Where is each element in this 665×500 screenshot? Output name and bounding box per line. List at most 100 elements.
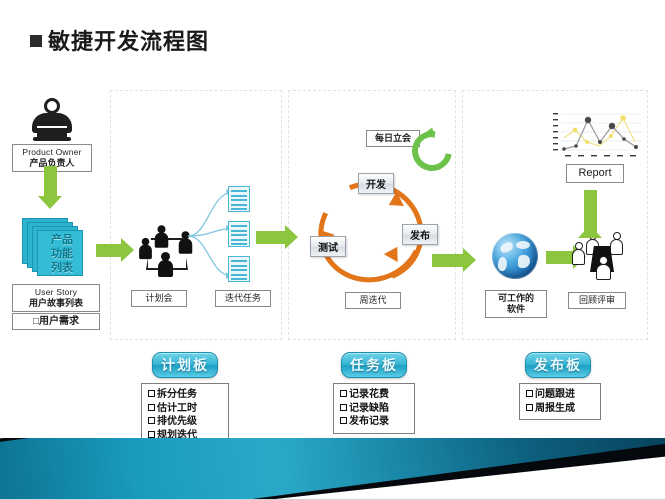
chart-points-dark: [562, 116, 638, 151]
planning-phase-frame: [110, 90, 282, 340]
release-board-button[interactable]: 发布板: [525, 352, 591, 378]
working-software-line1: 可工作的: [497, 293, 534, 303]
task-doc-icon: [228, 221, 250, 247]
checklist-item-label: 拆分任务: [157, 389, 197, 400]
checklist-item-label: 问题跟进: [535, 389, 575, 400]
retro-person-icon: [596, 256, 611, 280]
arrow-right-backlog-to-planning: [96, 238, 134, 263]
task-doc-icon: [228, 186, 250, 212]
user-story-label-en: User Story: [34, 287, 78, 297]
week-iteration-label: 周迭代: [345, 292, 401, 309]
checklist-item[interactable]: 拆分任务: [148, 388, 221, 402]
arrow-down-po-to-backlog: [38, 166, 64, 209]
checkbox-icon[interactable]: [526, 390, 533, 397]
task-doc-icon: [228, 256, 250, 282]
checklist-item-label: 记录花费: [349, 389, 389, 400]
task-board-checklist: 记录花费 记录缺陷 发布记录: [333, 383, 415, 434]
backlog-line-2: 功能: [51, 248, 73, 260]
arrow-tip: [38, 196, 62, 209]
product-owner-icon: [28, 98, 76, 146]
checklist-item-label: 周报生成: [535, 402, 575, 414]
meeting-person-icon: [139, 237, 152, 260]
user-story-label-cn: 用户故事列表: [28, 298, 83, 308]
arrow-tip: [121, 238, 134, 262]
checklist-item-label: 排优先级: [157, 416, 197, 427]
planning-meeting-label: 计划会: [131, 290, 187, 307]
user-story-label: User Story 用户故事列表: [12, 284, 100, 312]
backlog-card-text: 产品 功能 列表: [39, 231, 85, 277]
arrow-shaft: [44, 166, 57, 196]
checklist-item-label: 发布记录: [349, 416, 389, 427]
slide-bottom-decoration: [0, 438, 665, 500]
task-phase-frame: [288, 90, 456, 340]
checklist-item[interactable]: 估计工时: [148, 402, 221, 416]
arrow-shaft: [256, 231, 286, 244]
planning-meeting-icon: [134, 216, 200, 278]
person-head-icon: [44, 98, 60, 114]
backlog-card: [37, 230, 83, 276]
checklist-item[interactable]: 记录花费: [340, 388, 407, 402]
arrow-right-sprint-to-software: [432, 248, 476, 273]
sprint-node-release: 发布: [402, 224, 438, 245]
sprint-node-test: 测试: [310, 236, 346, 257]
title-text: 敏捷开发流程图: [48, 29, 210, 54]
title-bullet-icon: [30, 35, 42, 47]
product-owner-label-en: Product Owner: [22, 147, 82, 157]
iteration-task-docs: [228, 186, 262, 282]
arrow-up-retro-to-report: [578, 178, 604, 238]
arrow-shaft: [432, 254, 464, 267]
meeting-person-icon: [178, 231, 193, 254]
meeting-person-icon: [158, 252, 173, 277]
chart-points-yellow: [572, 115, 626, 144]
checkbox-icon[interactable]: [148, 403, 155, 411]
retro-person-icon: [610, 232, 623, 255]
release-board-checklist: 问题跟进 周报生成: [519, 383, 601, 420]
release-phase-frame: [462, 90, 648, 340]
checklist-item[interactable]: 记录缺陷: [340, 402, 407, 416]
backlog-line-3: 列表: [51, 262, 73, 274]
backlog-line-1: 产品: [51, 234, 73, 246]
report-label: Report: [566, 164, 624, 183]
checklist-item-label: 估计工时: [157, 402, 197, 414]
working-software-globe-icon: [492, 233, 538, 279]
checklist-item-label: 记录缺陷: [349, 402, 389, 414]
meeting-person-icon: [154, 225, 169, 248]
checkbox-icon[interactable]: [340, 417, 347, 424]
working-software-label: 可工作的 软件: [485, 290, 547, 318]
arrow-tip: [578, 225, 602, 238]
iteration-task-label: 迭代任务: [215, 290, 271, 307]
task-board-button[interactable]: 任务板: [341, 352, 407, 378]
user-requirement-label: □用户需求: [12, 313, 100, 330]
working-software-line2: 软件: [506, 304, 525, 314]
checklist-item[interactable]: 发布记录: [340, 415, 407, 429]
checkbox-icon[interactable]: [340, 390, 347, 397]
checklist-item[interactable]: 排优先级: [148, 415, 221, 429]
daily-standup-label: 每日立会: [366, 130, 420, 147]
checkbox-icon[interactable]: [148, 390, 155, 397]
sprint-node-dev: 开发: [358, 173, 394, 194]
chart-y-ticks: [553, 113, 558, 151]
report-line-chart: [545, 108, 645, 160]
globe-meridian: [492, 233, 538, 279]
planning-board-checklist: 拆分任务 估计工时 排优先级 规划迭代: [141, 383, 229, 447]
checklist-item-label: 规划迭代: [157, 429, 197, 441]
arrow-tip: [463, 248, 476, 272]
checklist-item[interactable]: 周报生成: [526, 402, 593, 416]
checkbox-icon[interactable]: [340, 403, 347, 411]
checkbox-icon[interactable]: [148, 430, 155, 438]
product-owner-label: Product Owner 产品负责人: [12, 144, 92, 172]
checklist-item[interactable]: 问题跟进: [526, 388, 593, 402]
planning-board-button[interactable]: 计划板: [152, 352, 218, 378]
retrospective-label: 回顾评审: [568, 292, 626, 309]
chart-x-ticks: [565, 155, 636, 157]
checkbox-icon[interactable]: [148, 417, 155, 424]
arrow-right-planning-to-sprint: [256, 225, 298, 250]
page-title: 敏捷开发流程图: [30, 24, 209, 56]
arrow-shaft: [96, 244, 122, 257]
product-owner-label-cn: 产品负责人: [29, 158, 75, 168]
checklist-item[interactable]: 规划迭代: [148, 429, 221, 443]
checkbox-icon[interactable]: [526, 403, 533, 411]
laptop-icon: [33, 126, 71, 141]
retro-person-icon: [572, 242, 585, 265]
